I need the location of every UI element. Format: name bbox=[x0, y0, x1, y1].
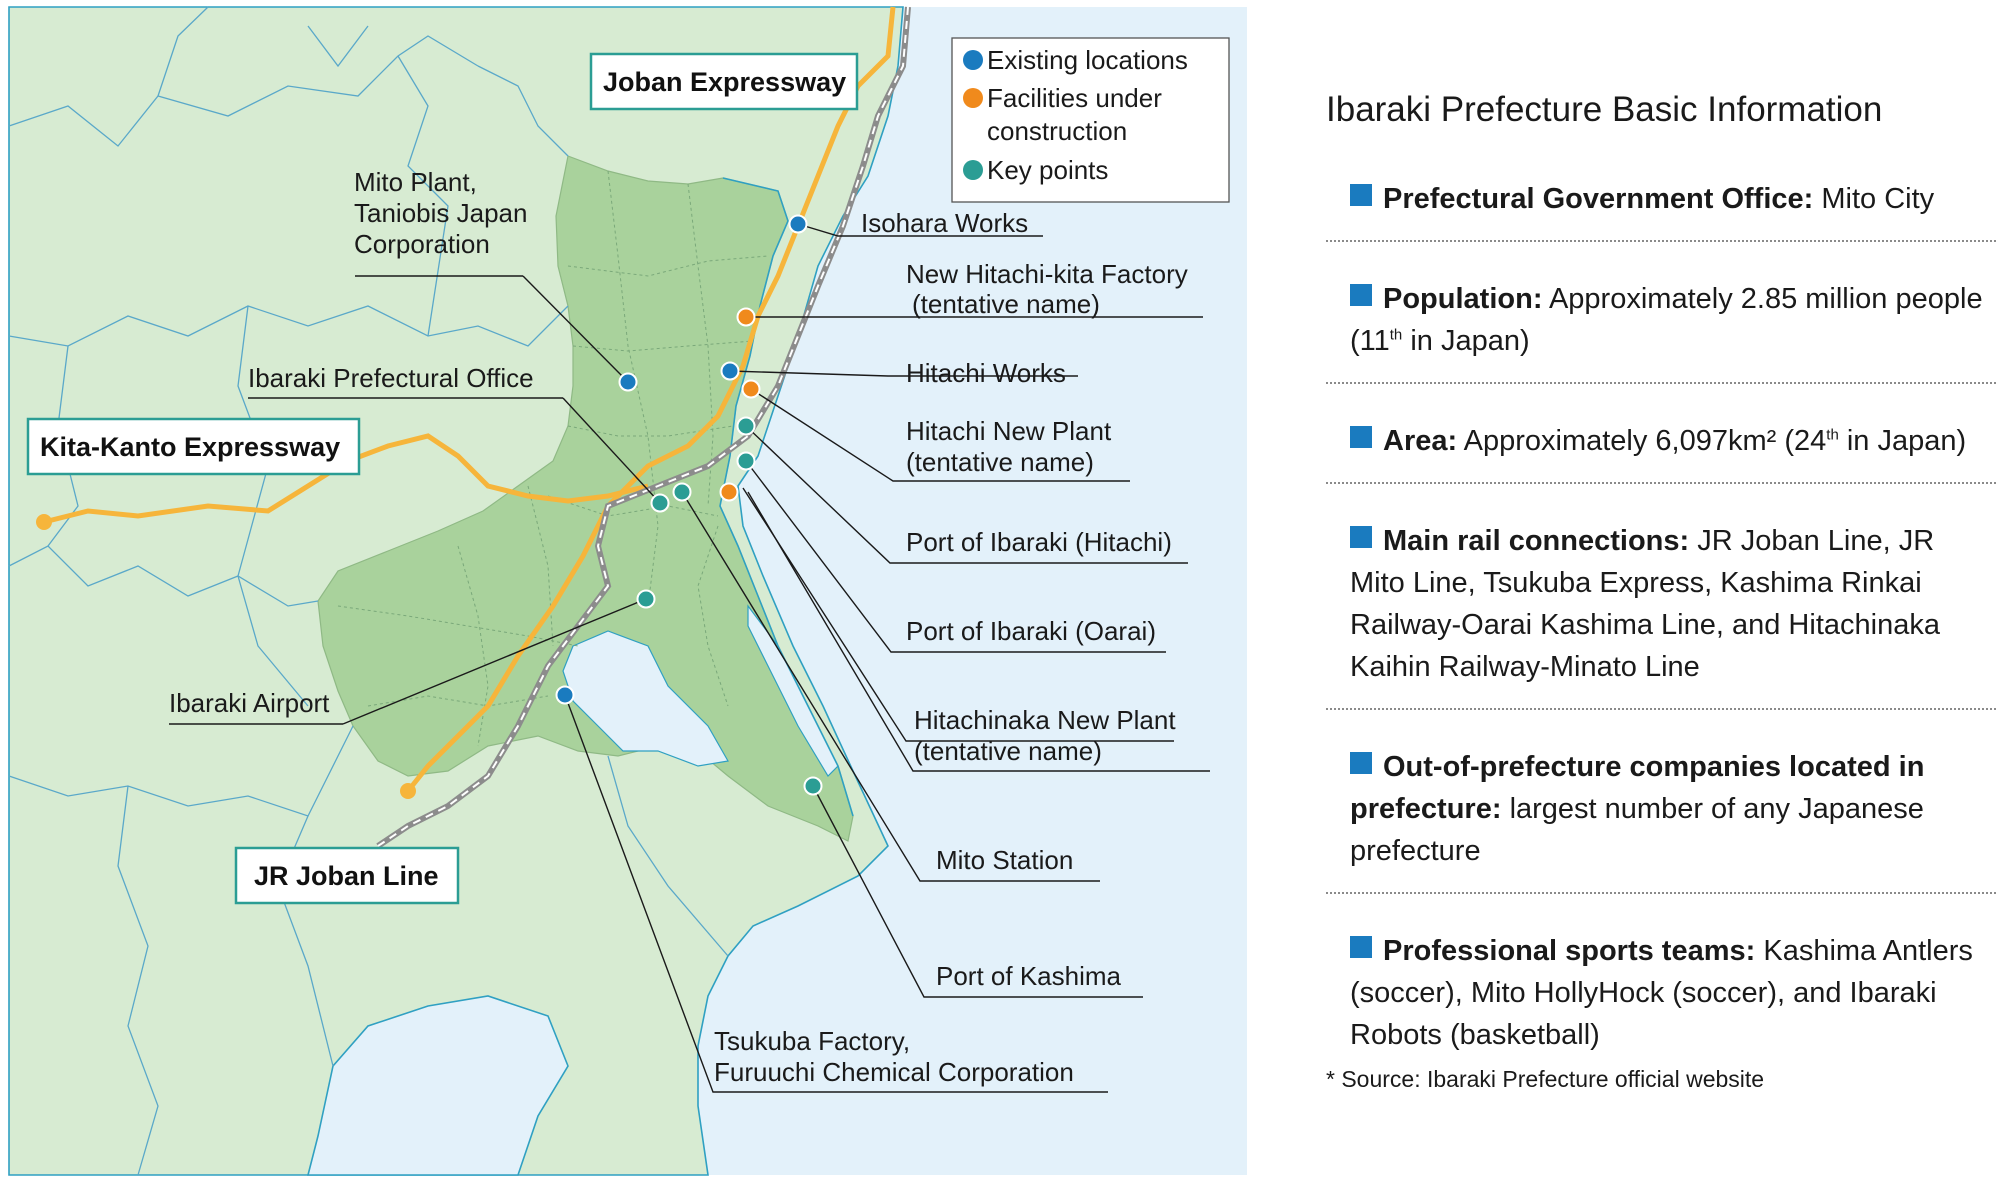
info-panel: Ibaraki Prefecture Basic Information Pre… bbox=[1326, 90, 1996, 1102]
companies-value: largest number of any Japanese prefectur… bbox=[1350, 793, 1924, 867]
label-ibaraki-airport: Ibaraki Airport bbox=[169, 688, 330, 718]
gov-office-label: Prefectural Government Office: bbox=[1383, 183, 1814, 215]
marker-mito-plant bbox=[618, 372, 638, 392]
route-label-kita-kanto-expressway: Kita-Kanto Expressway bbox=[26, 417, 361, 476]
label-pref-office: Ibaraki Prefectural Office bbox=[248, 363, 534, 393]
marker-new-hitachi-kita bbox=[736, 307, 756, 327]
label-hitachi-new-plant-2: (tentative name) bbox=[906, 447, 1094, 477]
markers bbox=[555, 214, 823, 796]
marker-hitachi-works bbox=[720, 361, 740, 381]
info-rail: Main rail connections: JR Joban Line, JR… bbox=[1326, 510, 1996, 710]
marker-pref-office bbox=[650, 493, 670, 513]
bullet-square-icon bbox=[1350, 936, 1372, 958]
bullet-square-icon bbox=[1350, 526, 1372, 548]
area-value-b: in Japan) bbox=[1838, 425, 1967, 457]
source-note: * Source: Ibaraki Prefecture official we… bbox=[1326, 1066, 1765, 1092]
rail-value: JR Joban Line, JR Mito Line, Tsukuba Exp… bbox=[1350, 525, 1940, 683]
label-mito-plant-1: Mito Plant, bbox=[354, 167, 477, 197]
tokyo-bay bbox=[306, 995, 569, 1176]
label-port-hitachi: Port of Ibaraki (Hitachi) bbox=[906, 527, 1172, 557]
legend: Existing locations Facilities under cons… bbox=[951, 37, 1230, 203]
area-value-a: Approximately 6,097km² (24 bbox=[1463, 425, 1827, 457]
legend-construction-2: construction bbox=[987, 116, 1127, 146]
label-port-oarai: Port of Ibaraki (Oarai) bbox=[906, 616, 1156, 646]
label-hitachinaka-2: (tentative name) bbox=[914, 736, 1102, 766]
kita-kanto-end bbox=[36, 514, 52, 530]
population-label: Population: bbox=[1383, 283, 1543, 315]
population-value-b: in Japan) bbox=[1402, 325, 1530, 357]
bullet-square-icon bbox=[1350, 184, 1372, 206]
svg-text:Joban Expressway: Joban Expressway bbox=[603, 67, 846, 97]
info-area: Area: Approximately 6,097km² (24th in Ja… bbox=[1326, 410, 1996, 484]
jr-joban-line-inner bbox=[377, 6, 909, 847]
label-hitachi-works: Hitachi Works bbox=[906, 358, 1066, 388]
companies-label: Out-of-prefecture companies located in p… bbox=[1350, 751, 1925, 825]
legend-key-points: Key points bbox=[987, 155, 1108, 185]
bullet-square-icon bbox=[1350, 426, 1372, 448]
marker-hitachinaka bbox=[719, 482, 739, 502]
marker-port-oarai bbox=[736, 451, 756, 471]
legend-existing-swatch bbox=[963, 50, 983, 70]
leader-lines bbox=[169, 223, 1210, 1093]
bullet-square-icon bbox=[1350, 284, 1372, 306]
bullet-square-icon bbox=[1350, 752, 1372, 774]
info-sports: Professional sports teams: Kashima Antle… bbox=[1326, 920, 1996, 1076]
svg-text:JR Joban Line: JR Joban Line bbox=[254, 861, 439, 891]
coastline bbox=[719, 177, 854, 817]
label-new-hitachi-kita-1: New Hitachi-kita Factory bbox=[906, 259, 1188, 289]
kita-kanto-expressway bbox=[43, 433, 649, 525]
legend-existing: Existing locations bbox=[987, 45, 1188, 75]
rail-label: Main rail connections: bbox=[1383, 525, 1690, 557]
population-sup: th bbox=[1389, 326, 1403, 344]
sports-label: Professional sports teams: bbox=[1383, 935, 1756, 967]
info-gov-office: Prefectural Government Office: Mito City bbox=[1326, 168, 1996, 242]
label-new-hitachi-kita-2: (tentative name) bbox=[912, 289, 1100, 319]
marker-tsukuba bbox=[555, 685, 575, 705]
label-mito-station: Mito Station bbox=[936, 845, 1073, 875]
marker-ibaraki-airport bbox=[636, 589, 656, 609]
joban-end bbox=[400, 783, 416, 799]
sports-value: Kashima Antlers (soccer), Mito HollyHock… bbox=[1350, 935, 1973, 1051]
label-isohara-works: Isohara Works bbox=[861, 208, 1028, 238]
label-hitachi-new-plant-1: Hitachi New Plant bbox=[906, 416, 1112, 446]
prefecture-boundaries bbox=[8, 6, 729, 1176]
lake-kasumigaura bbox=[562, 630, 729, 767]
map-labels: Mito Plant, Taniobis Japan Corporation I… bbox=[169, 167, 1188, 1087]
marker-isohara-works bbox=[788, 214, 808, 234]
joban-expressway bbox=[406, 6, 896, 793]
label-mito-plant-2: Taniobis Japan bbox=[354, 198, 527, 228]
svg-text:Kita-Kanto Expressway: Kita-Kanto Expressway bbox=[40, 432, 340, 462]
legend-construction-1: Facilities under bbox=[987, 83, 1162, 113]
label-hitachinaka-1: Hitachinaka New Plant bbox=[914, 705, 1176, 735]
label-port-kashima: Port of Kashima bbox=[936, 961, 1122, 991]
marker-port-hitachi bbox=[736, 416, 756, 436]
marker-port-kashima bbox=[803, 776, 823, 796]
label-mito-plant-3: Corporation bbox=[354, 229, 490, 259]
info-title: Ibaraki Prefecture Basic Information bbox=[1326, 90, 1883, 129]
area-label: Area: bbox=[1383, 425, 1458, 457]
gov-office-value: Mito City bbox=[1821, 183, 1935, 215]
legend-construction-swatch bbox=[963, 88, 983, 108]
ibaraki-map: Mito Plant, Taniobis Japan Corporation I… bbox=[8, 6, 1247, 1176]
route-label-joban-expressway: Joban Expressway bbox=[589, 52, 859, 111]
route-label-jr-joban-line: JR Joban Line bbox=[234, 846, 460, 905]
area-sup: th bbox=[1826, 426, 1839, 444]
info-companies: Out-of-prefecture companies located in p… bbox=[1326, 736, 1996, 894]
label-tsukuba-1: Tsukuba Factory, bbox=[714, 1026, 910, 1056]
info-population: Population: Approximately 2.85 million p… bbox=[1326, 268, 1996, 384]
legend-key-points-swatch bbox=[963, 160, 983, 180]
population-value-a: Approximately 2.85 million people (11 bbox=[1350, 283, 1983, 357]
marker-hitachi-new-plant bbox=[741, 379, 761, 399]
label-tsukuba-2: Furuuchi Chemical Corporation bbox=[714, 1057, 1074, 1087]
marker-mito-station bbox=[672, 482, 692, 502]
map-panel: Mito Plant, Taniobis Japan Corporation I… bbox=[8, 6, 1248, 1176]
